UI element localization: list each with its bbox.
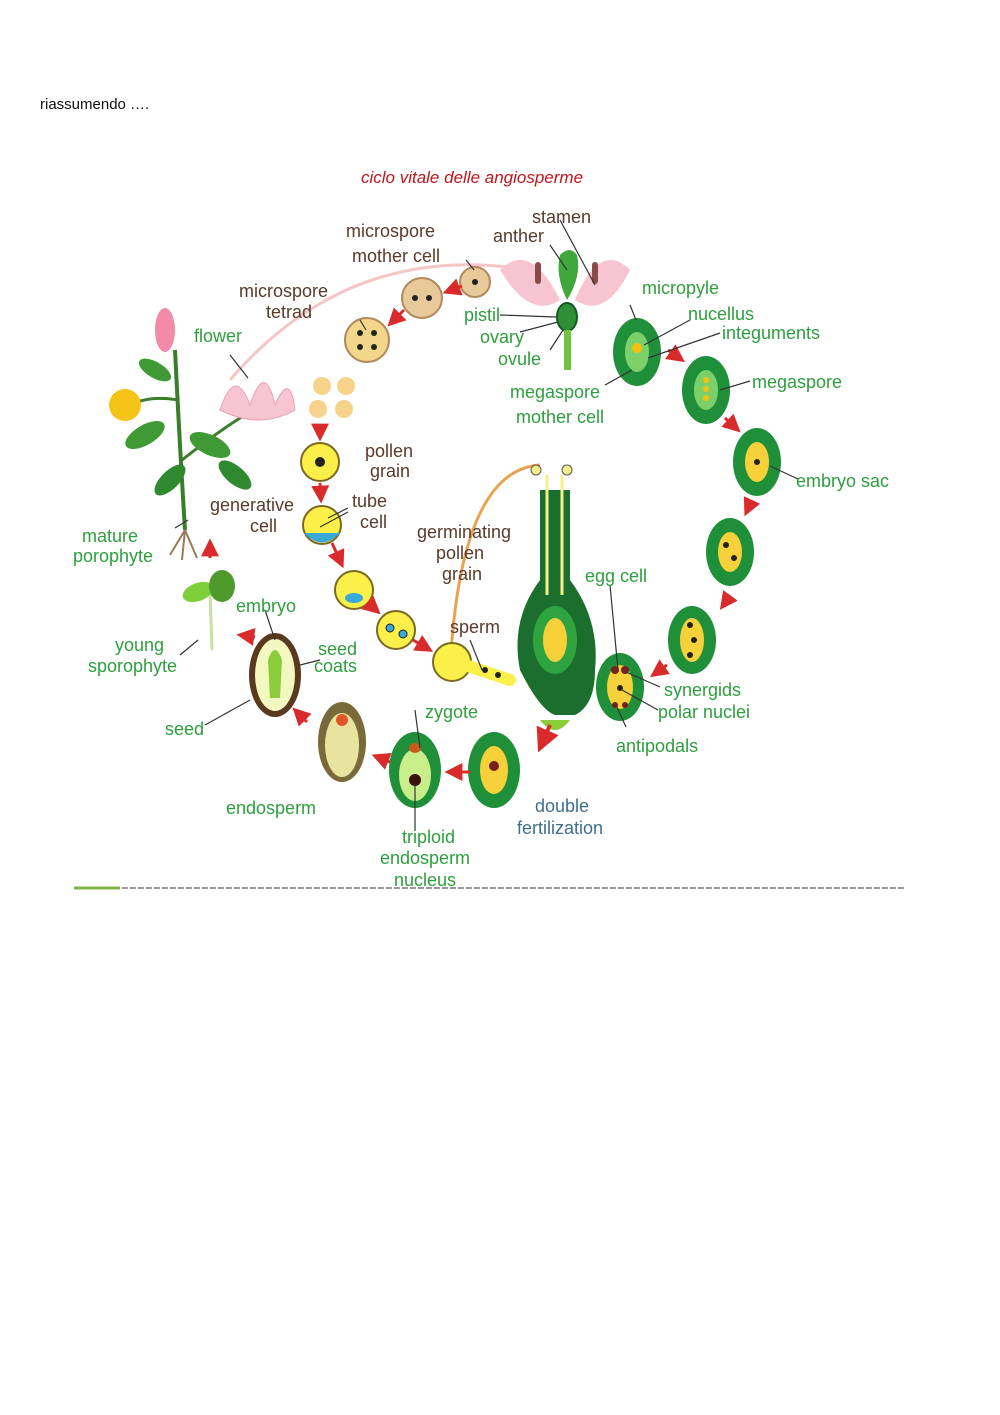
label-nucellus: nucellus xyxy=(688,304,754,324)
cycle-arc-top xyxy=(228,263,531,381)
label-germinating-2: pollen xyxy=(436,543,484,563)
label-embryo: embryo xyxy=(236,596,296,616)
label-sperm: sperm xyxy=(450,617,500,637)
label-seed: seed xyxy=(165,719,204,739)
label-micropyle: micropyle xyxy=(642,278,719,298)
label-ovary: ovary xyxy=(480,327,524,347)
label-egg-cell: egg cell xyxy=(585,566,647,586)
label-integuments: integuments xyxy=(722,323,820,343)
mature-sporophyte-plant xyxy=(109,308,252,561)
pistil-pollen-tube xyxy=(517,464,596,753)
label-stamen: stamen xyxy=(532,207,591,227)
label-seed-coats-2: coats xyxy=(314,656,357,676)
label-tube-cell-2: cell xyxy=(360,512,387,532)
label-mature-sporophyte-2: porophyte xyxy=(73,546,153,566)
label-megaspore-mother-cell-1: megaspore xyxy=(510,382,600,402)
label-double-fertilization-1: double xyxy=(535,796,589,816)
germination-arc xyxy=(448,463,541,671)
figure-title: ciclo vitale delle angiosperme xyxy=(360,168,584,187)
label-triploid-3: nucleus xyxy=(394,870,456,890)
young-sporophyte-illustration xyxy=(182,570,235,651)
label-endosperm: endosperm xyxy=(226,798,316,818)
label-tube-cell-1: tube xyxy=(352,491,387,511)
label-zygote: zygote xyxy=(425,702,478,722)
label-synergids: synergids xyxy=(664,680,741,700)
label-ovule: ovule xyxy=(498,349,541,369)
label-generative-cell-2: cell xyxy=(250,516,277,536)
label-pollen-grain-1: pollen xyxy=(365,441,413,461)
ovule-development xyxy=(596,318,781,721)
label-megaspore: megaspore xyxy=(752,372,842,392)
label-microspore-mother-cell-2: mother cell xyxy=(352,246,440,266)
label-anther: anther xyxy=(493,226,544,246)
pollen-development xyxy=(300,423,516,686)
label-megaspore-mother-cell-2: mother cell xyxy=(516,407,604,427)
label-microspore-tetrad-2: tetrad xyxy=(266,302,312,322)
label-flower: flower xyxy=(194,326,242,346)
label-young-sporophyte-1: young xyxy=(115,635,164,655)
label-triploid-2: endosperm xyxy=(380,848,470,868)
label-polar-nuclei: polar nuclei xyxy=(658,702,750,722)
diagram-labels: stamen anther microspore mother cell mic… xyxy=(73,207,889,890)
label-microspore-mother-cell-1: microspore xyxy=(346,221,435,241)
label-germinating-1: germinating xyxy=(417,522,511,542)
label-pollen-grain-2: grain xyxy=(370,461,410,481)
label-young-sporophyte-2: sporophyte xyxy=(88,656,177,676)
label-leaders xyxy=(174,219,799,830)
microspore-development xyxy=(309,266,491,418)
flower-illustration xyxy=(219,382,296,421)
seed-development xyxy=(201,538,520,808)
label-embryo-sac: embryo sac xyxy=(796,471,889,491)
label-double-fertilization-2: fertilization xyxy=(517,818,603,838)
label-generative-cell-1: generative xyxy=(210,495,294,515)
flower-cross-section xyxy=(500,250,630,370)
label-antipodals: antipodals xyxy=(616,736,698,756)
label-mature-sporophyte-1: mature xyxy=(82,526,138,546)
label-pistil: pistil xyxy=(464,305,500,325)
angiosperm-life-cycle-diagram: stamen anther microspore mother cell mic… xyxy=(73,207,904,890)
label-triploid-1: triploid xyxy=(402,827,455,847)
label-seed-coats-1: seed xyxy=(318,639,357,659)
label-germinating-3: grain xyxy=(442,564,482,584)
label-microspore-tetrad-1: microspore xyxy=(239,281,328,301)
intro-text: riassumendo …. xyxy=(40,96,150,113)
